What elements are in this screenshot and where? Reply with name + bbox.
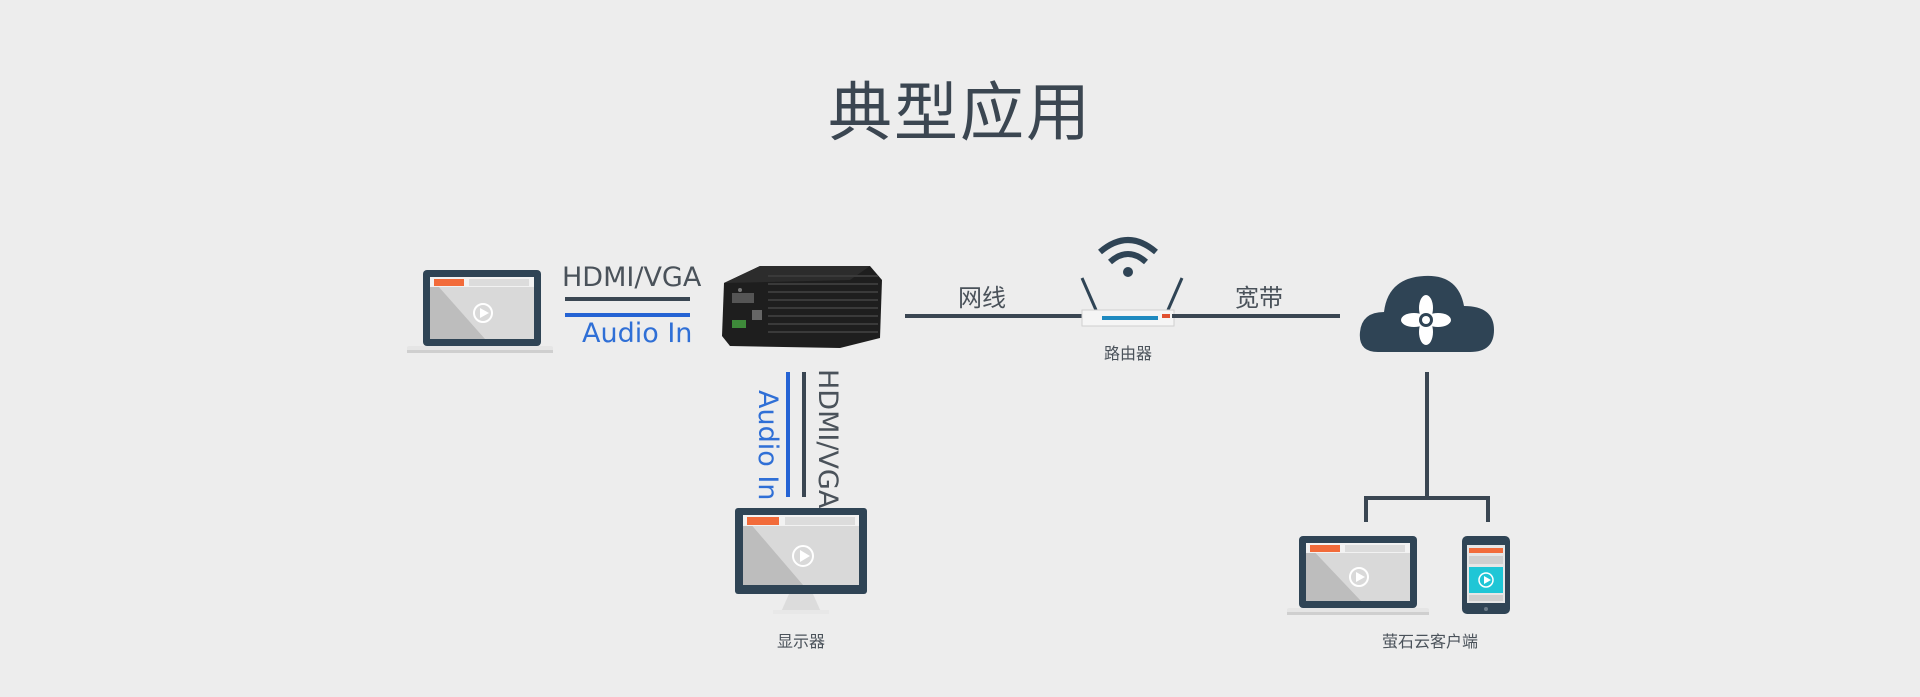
tablet-icon	[1462, 536, 1510, 614]
monitor-icon	[735, 508, 867, 614]
hdmi-vertical-line	[802, 372, 806, 497]
cloud-icon	[1359, 275, 1494, 352]
broadband-label: 宽带	[1235, 284, 1283, 312]
hdmi-vga-label-vertical: HDMI/VGA	[812, 369, 843, 509]
branch-right-line	[1486, 496, 1490, 522]
cloud-branch-line	[1364, 496, 1490, 500]
client-laptop-icon	[1287, 536, 1429, 615]
broadband-line	[1172, 314, 1340, 318]
encoder-box-icon	[722, 266, 882, 348]
audio-in-label-top: Audio In	[582, 318, 693, 349]
network-cable-line	[905, 314, 1085, 318]
cloud-trunk-line	[1425, 372, 1429, 498]
laptop-icon	[407, 270, 553, 353]
audio-vertical-line	[786, 372, 790, 497]
wifi-router-icon	[1080, 237, 1184, 327]
hdmi-vga-label-top: HDMI/VGA	[562, 262, 702, 293]
audio-in-label-vertical: Audio In	[752, 390, 783, 501]
network-cable-label: 网线	[958, 284, 1006, 312]
router-label: 路由器	[1103, 344, 1152, 363]
monitor-label: 显示器	[776, 632, 825, 651]
branch-left-line	[1364, 496, 1368, 522]
hdmi-connection-line	[565, 297, 690, 301]
client-label: 萤石云客户端	[1381, 632, 1478, 651]
page-title: 典型应用	[828, 77, 1092, 151]
audio-connection-line	[565, 313, 690, 317]
